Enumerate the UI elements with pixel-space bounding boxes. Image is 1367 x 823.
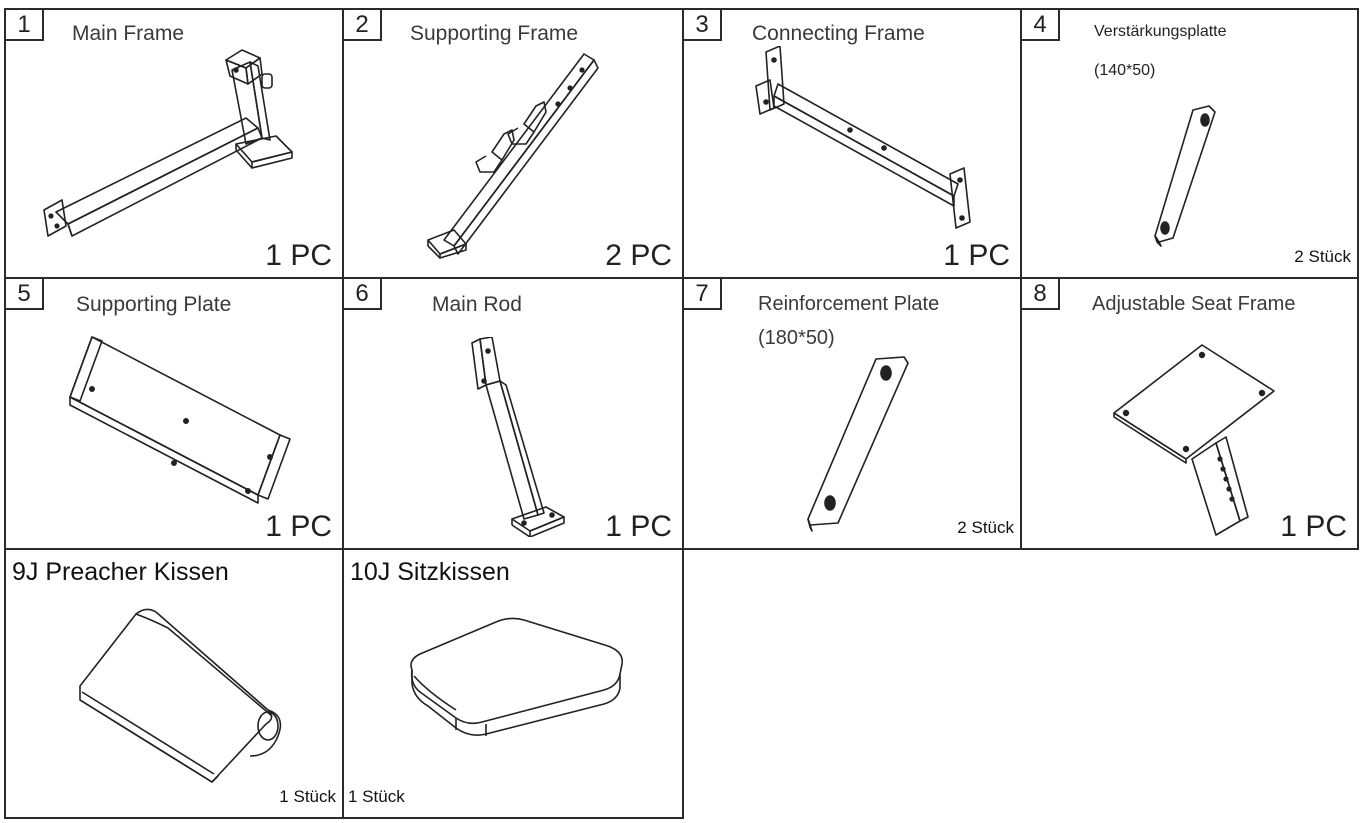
part-number: 3 [684,10,722,41]
part-name: Supporting Frame [410,22,579,45]
part-dimensions: (180*50) [758,327,835,349]
part-number: 2 [344,10,382,41]
parts-list-grid: 1 Main Frame 1 PC [4,8,1359,819]
part-number: 5 [6,279,44,310]
part-quantity: 1 PC [265,510,332,543]
part-quantity: 2 PC [605,239,672,272]
connecting-frame-icon [755,46,971,229]
part-label: 9J Preacher Kissen [12,558,229,586]
part-number: 8 [1022,279,1060,310]
part-number: 1 [6,10,44,41]
part-cell-9: 9J Preacher Kissen 1 Stück [4,548,344,819]
part-name: Adjustable Seat Frame [1092,293,1296,315]
part-name: Reinforcement Plate [758,293,940,315]
part-cell-1: 1 Main Frame 1 PC [4,8,344,279]
part-cell-2: 2 Supporting Frame 2 PC [342,8,684,279]
main-frame-icon [43,49,293,237]
part-cell-8: 8 Adjustable Seat Frame 1 PC [1020,277,1359,550]
part-quantity: 1 PC [1280,510,1347,543]
part-name: Supporting Plate [76,293,232,316]
part-name: Main Frame [72,22,185,45]
part-quantity: 1 Stück [348,787,405,806]
reinforcement-plate-large-icon [807,356,909,532]
part-quantity: 1 PC [943,239,1010,272]
seat-cushion-icon [410,617,624,736]
part-label: 10J Sitzkissen [350,558,510,586]
part-name: Verstärkungsplatte [1094,23,1227,40]
part-quantity: 2 Stück [1294,247,1351,266]
preacher-cushion-icon [79,608,282,783]
part-name: Connecting Frame [752,22,925,45]
part-number: 4 [1022,10,1060,41]
part-name: Main Rod [432,293,522,316]
part-quantity: 1 PC [605,510,672,543]
part-cell-6: 6 Main Rod 1 PC [342,277,684,550]
part-cell-3: 3 Connecting Frame 1 PC [682,8,1022,279]
reinforcement-plate-small-icon [1154,105,1216,247]
part-quantity: 1 PC [265,239,332,272]
part-number: 6 [344,279,382,310]
part-number: 7 [684,279,722,310]
part-quantity: 1 Stück [279,787,336,806]
part-cell-7: 7 Reinforcement Plate (180*50) 2 Stück [682,277,1022,550]
part-quantity: 2 Stück [957,518,1014,537]
part-cell-4: 4 Verstärkungsplatte (140*50) 2 Stück [1020,8,1359,279]
supporting-plate-icon [69,336,291,504]
adjustable-seat-frame-icon [1113,344,1275,536]
main-rod-icon [471,337,565,537]
part-dimensions: (140*50) [1094,62,1156,79]
supporting-frame-icon [427,53,599,259]
part-cell-5: 5 Supporting Plate 1 PC [4,277,344,550]
part-cell-10: 10J Sitzkissen 1 Stück [342,548,684,819]
